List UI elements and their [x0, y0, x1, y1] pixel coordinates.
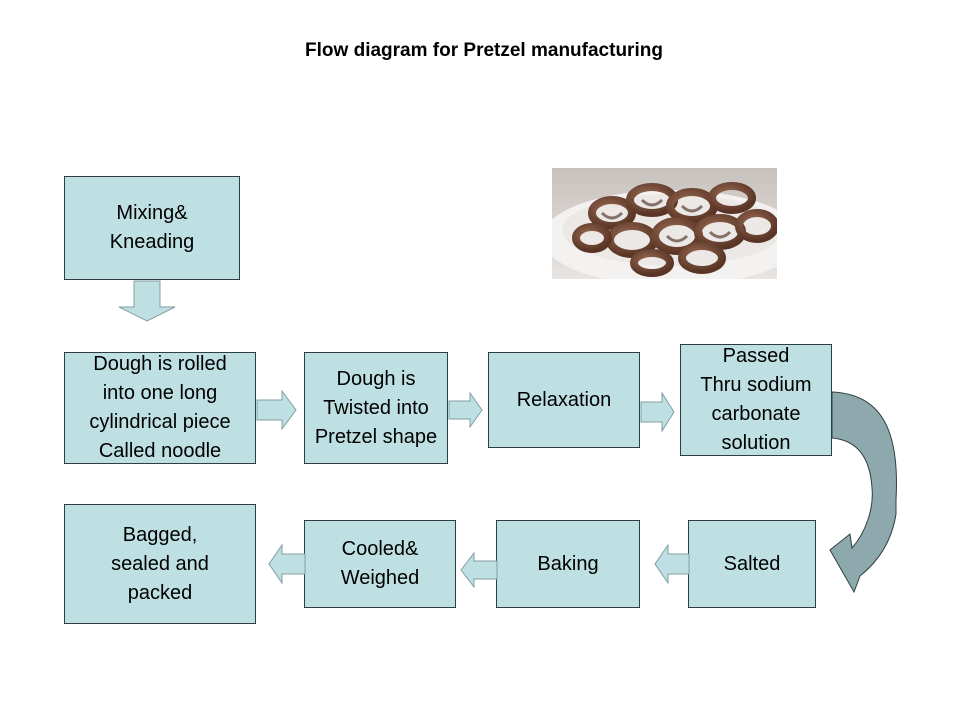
- step-twisted: Dough is Twisted into Pretzel shape: [304, 352, 448, 464]
- step-dough-rolled: Dough is rolled into one long cylindrica…: [64, 352, 256, 464]
- arrow-left-1: [654, 544, 690, 584]
- arrow-right-2: [448, 392, 483, 428]
- pretzel-photo: [552, 168, 777, 279]
- step-mixing-kneading: Mixing& Kneading: [64, 176, 240, 280]
- step-baking: Baking: [496, 520, 640, 608]
- step-relaxation: Relaxation: [488, 352, 640, 448]
- curved-arrow: [829, 391, 897, 594]
- arrow-right-1: [256, 390, 297, 430]
- arrow-left-3: [268, 544, 306, 584]
- arrow-right-3: [640, 392, 675, 432]
- step-cooled-weighed: Cooled& Weighed: [304, 520, 456, 608]
- step-salted: Salted: [688, 520, 816, 608]
- arrow-down: [118, 280, 176, 322]
- diagram-title: Flow diagram for Pretzel manufacturing: [305, 40, 663, 61]
- step-sodium-carbonate: Passed Thru sodium carbonate solution: [680, 344, 832, 456]
- arrow-left-2: [460, 552, 498, 588]
- step-bagged-sealed-packed: Bagged, sealed and packed: [64, 504, 256, 624]
